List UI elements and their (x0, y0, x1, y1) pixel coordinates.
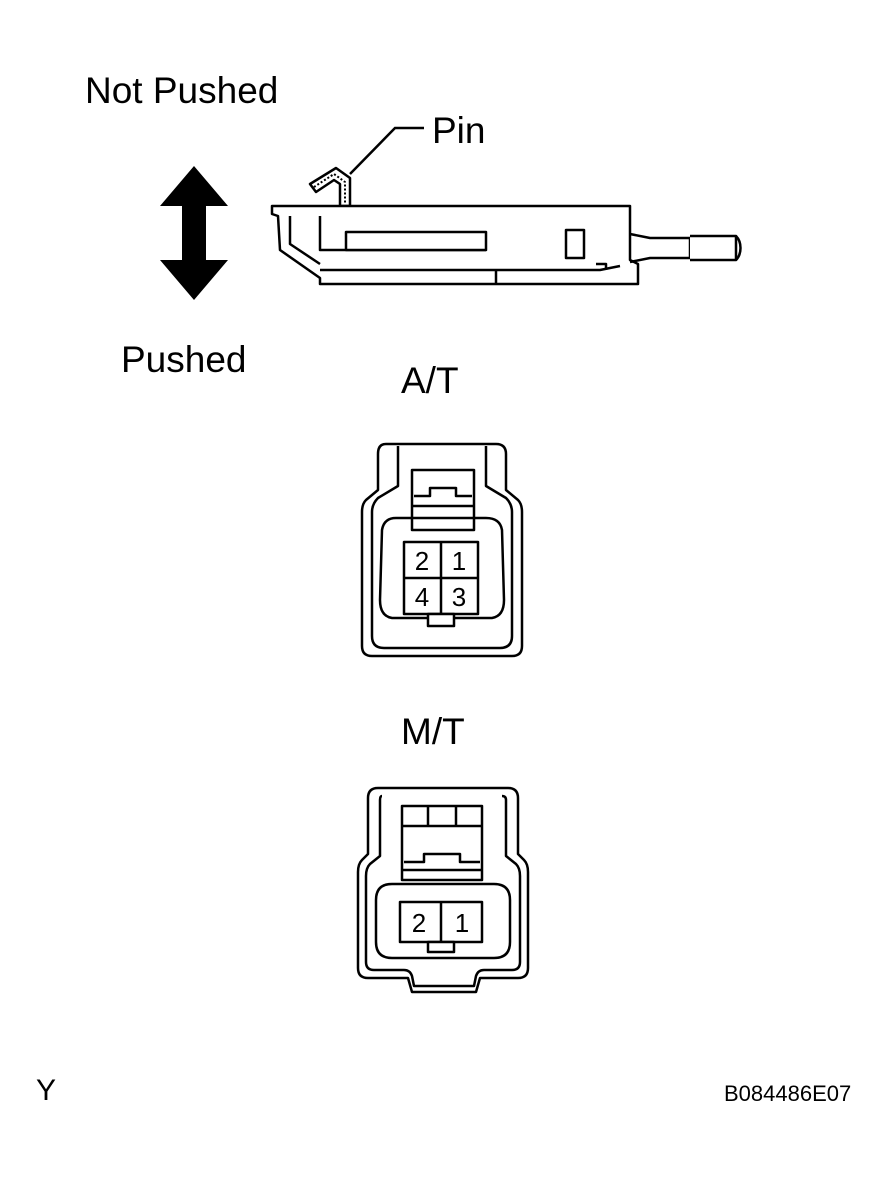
push-direction-arrow (160, 166, 228, 300)
mt-terminal-2: 2 (412, 908, 426, 938)
stop-light-switch-side-view (270, 166, 742, 286)
at-terminal-3: 3 (452, 582, 466, 612)
mt-connector (356, 786, 530, 994)
corner-mark: Y (36, 1074, 57, 1107)
pin-label: Pin (432, 110, 486, 151)
at-terminal-4: 4 (415, 582, 429, 612)
pushed-label: Pushed (121, 339, 247, 380)
at-terminal-2: 2 (415, 546, 429, 576)
pin-leader-line (349, 126, 424, 175)
mt-terminal-1: 1 (455, 908, 469, 938)
at-connector (360, 442, 524, 658)
not-pushed-label: Not Pushed (85, 70, 279, 111)
at-label: A/T (401, 360, 459, 401)
mt-label: M/T (401, 711, 465, 752)
figure-code: B084486E07 (724, 1081, 852, 1106)
at-terminal-1: 1 (452, 546, 466, 576)
